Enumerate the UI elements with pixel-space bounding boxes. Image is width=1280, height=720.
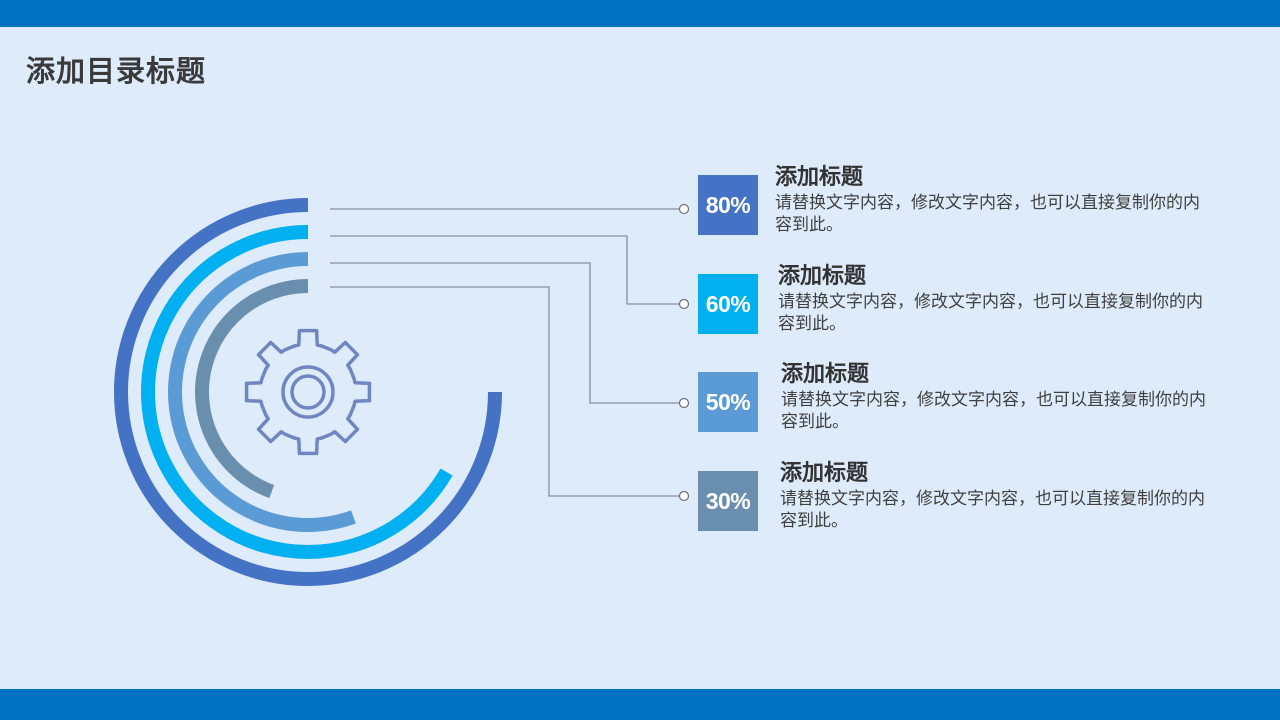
progress-arc-2 [141,225,453,559]
connector-dot-3 [678,397,690,409]
item-title: 添加标题 [780,461,869,486]
item-title: 添加标题 [775,165,864,190]
list-item-2: 60% 添加标题 请替换文字内容，修改文字内容，也可以直接复制你的内容到此。 [698,264,1218,346]
item-description: 请替换文字内容，修改文字内容，也可以直接复制你的内容到此。 [778,292,1203,334]
connector-line-3 [330,262,680,404]
percent-badge: 80% [698,175,758,235]
percent-badge: 60% [698,274,758,334]
connector-line-2 [330,235,680,305]
bottom-accent-bar [0,689,1280,720]
gear-icon [244,328,372,456]
connector-dot-4 [678,490,690,502]
progress-arc-3 [168,252,356,532]
page-title: 添加目录标题 [26,54,207,88]
item-description: 请替换文字内容，修改文字内容，也可以直接复制你的内容到此。 [775,193,1200,235]
list-item-4: 30% 添加标题 请替换文字内容，修改文字内容，也可以直接复制你的内容到此。 [698,461,1218,543]
percent-badge: 30% [698,471,758,531]
connector-dot-2 [678,298,690,310]
item-title: 添加标题 [778,264,867,289]
connector-dot-1 [678,203,690,215]
item-title: 添加标题 [781,362,870,387]
list-item-3: 50% 添加标题 请替换文字内容，修改文字内容，也可以直接复制你的内容到此。 [698,362,1218,444]
item-description: 请替换文字内容，修改文字内容，也可以直接复制你的内容到此。 [781,390,1206,432]
progress-arc-1 [114,198,502,586]
progress-arc-4 [195,279,309,499]
percent-badge: 50% [698,372,758,432]
item-description: 请替换文字内容，修改文字内容，也可以直接复制你的内容到此。 [780,489,1205,531]
list-item-1: 80% 添加标题 请替换文字内容，修改文字内容，也可以直接复制你的内容到此。 [698,165,1218,247]
top-accent-bar [0,0,1280,27]
connector-line-4 [330,286,680,497]
